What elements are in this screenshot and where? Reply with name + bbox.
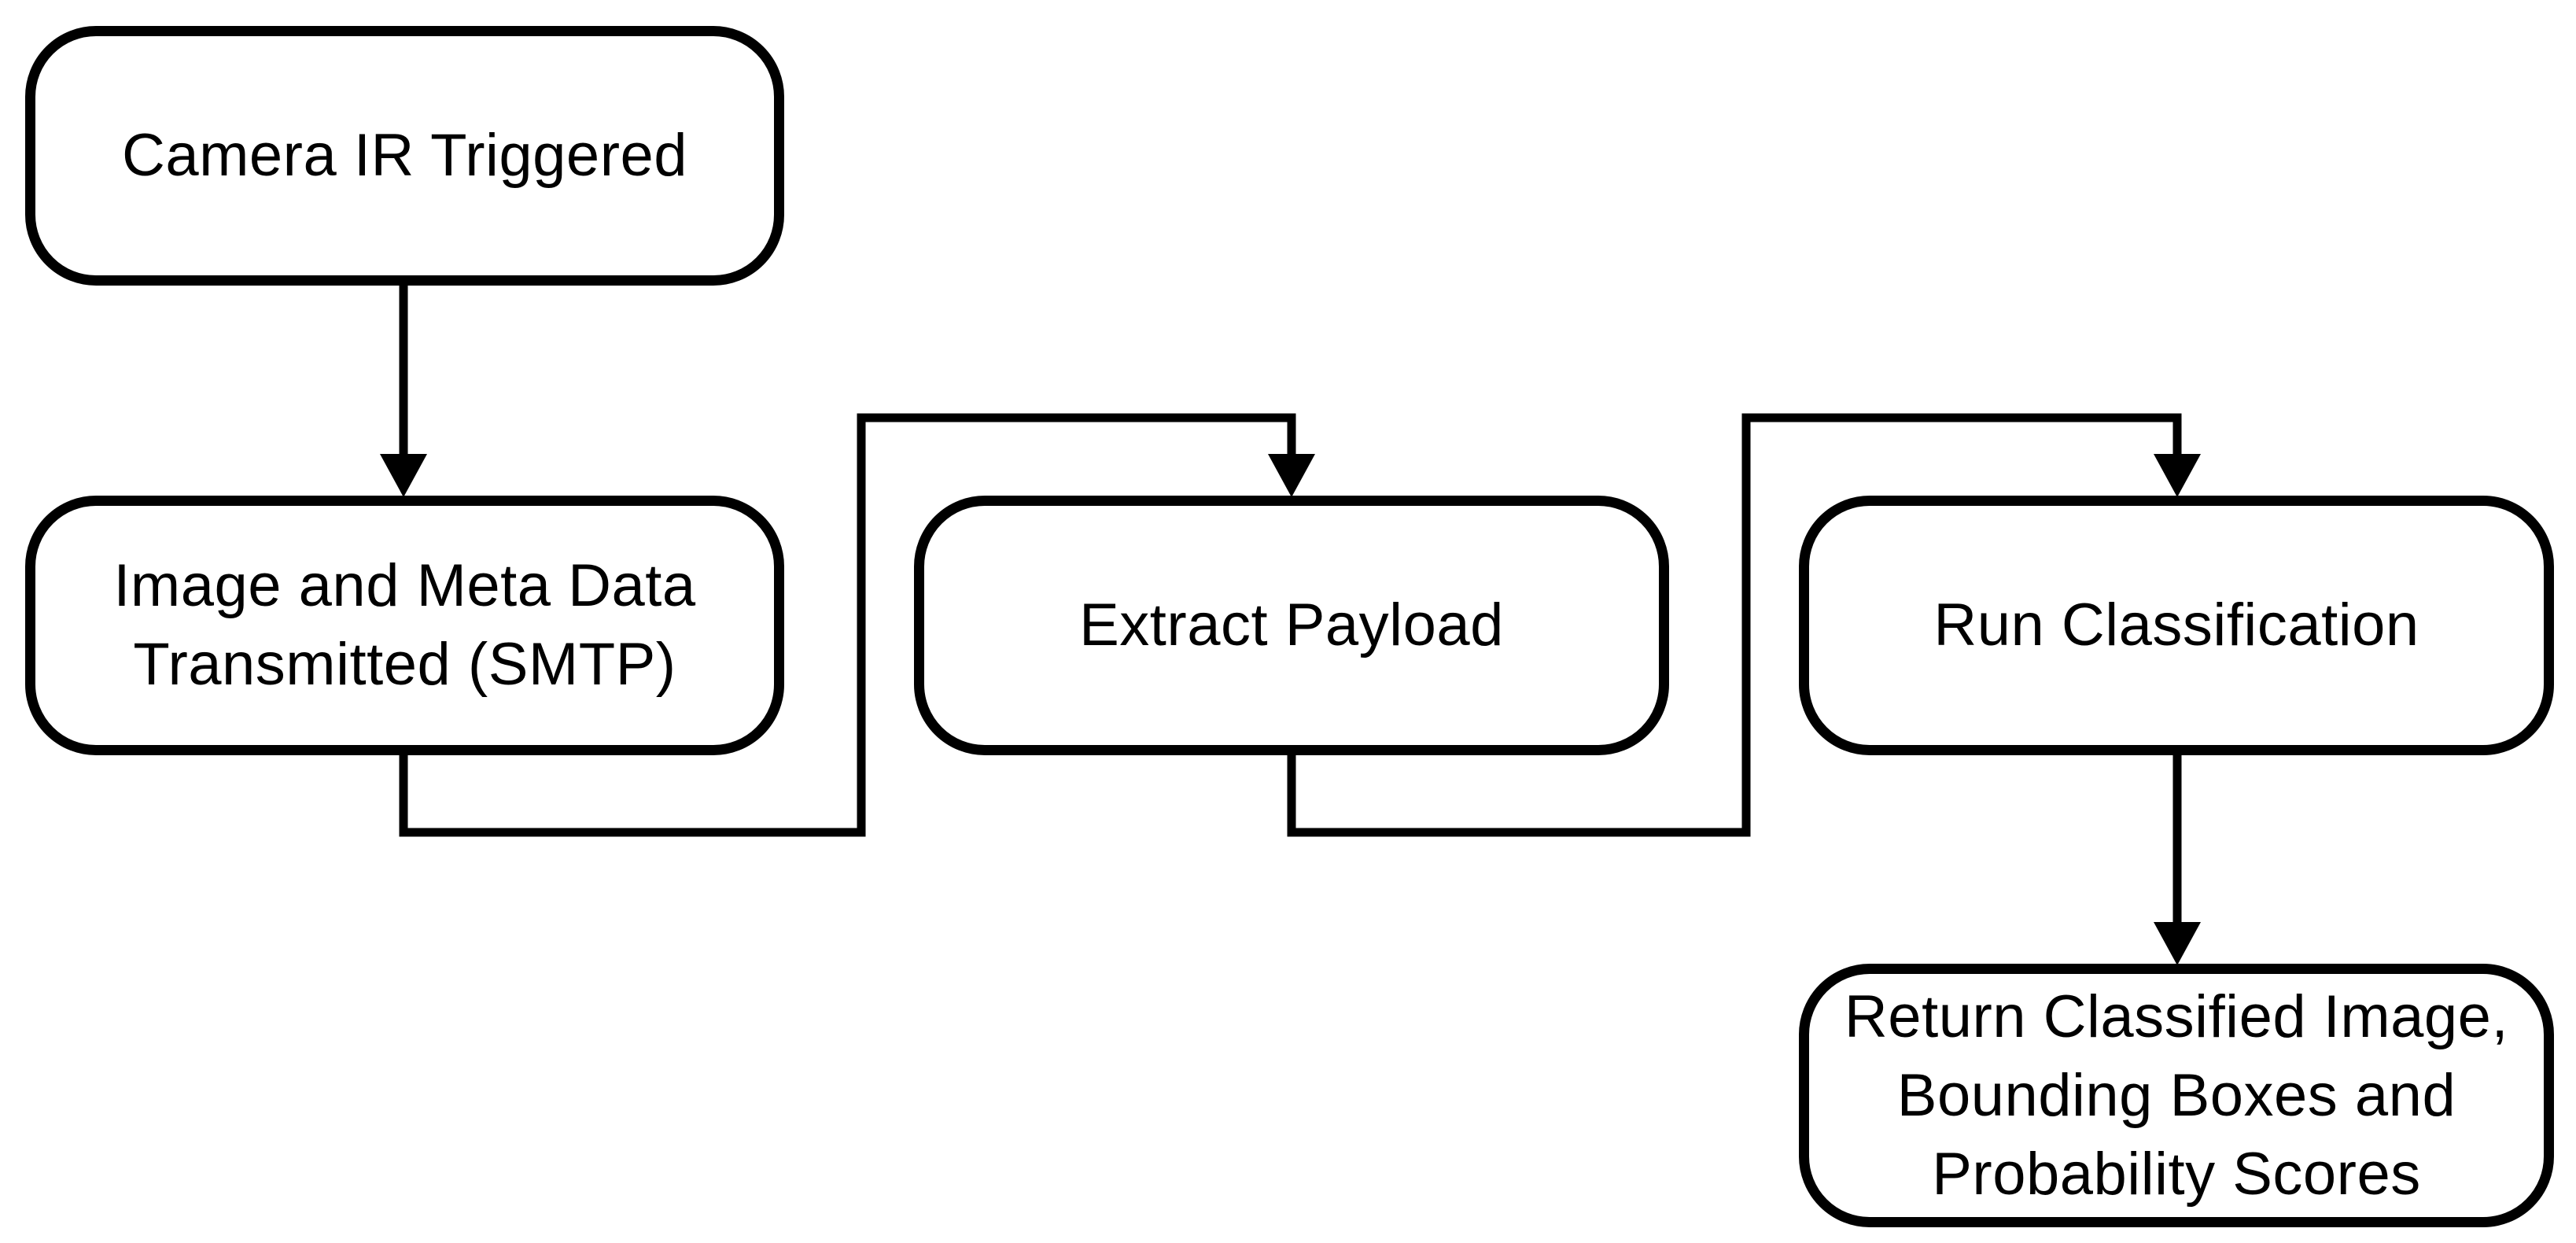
edge-transmit-to-extract — [399, 413, 1315, 837]
arrowhead-down-icon — [380, 454, 427, 497]
arrowhead-down-icon — [2154, 922, 2201, 965]
flow-node-image-meta-transmitted: Image and Meta Data Transmitted (SMTP) — [25, 496, 784, 755]
flow-node-run-classification: Run Classification — [1799, 496, 2554, 755]
flow-node-label: Image and Meta Data Transmitted (SMTP) — [113, 552, 696, 698]
edge-line — [399, 413, 1296, 837]
edge-extract-to-classify — [1287, 413, 2201, 837]
edge-line — [1287, 413, 2182, 837]
flow-node-label: Return Classified Image, Bounding Boxes … — [1844, 983, 2509, 1208]
edge-classify-to-return — [2154, 751, 2201, 965]
edge-camera-to-transmit — [380, 281, 427, 497]
flow-node-extract-payload: Extract Payload — [914, 496, 1669, 755]
flow-node-label: Run Classification — [1933, 592, 2419, 658]
flow-node-camera-ir-triggered: Camera IR Triggered — [25, 26, 784, 286]
flow-node-label: Extract Payload — [1079, 592, 1504, 658]
flow-node-label: Camera IR Triggered — [121, 122, 688, 189]
flow-node-return-classified-results: Return Classified Image, Bounding Boxes … — [1799, 964, 2554, 1227]
arrowhead-down-icon — [1268, 454, 1315, 497]
arrowhead-down-icon — [2154, 454, 2201, 497]
